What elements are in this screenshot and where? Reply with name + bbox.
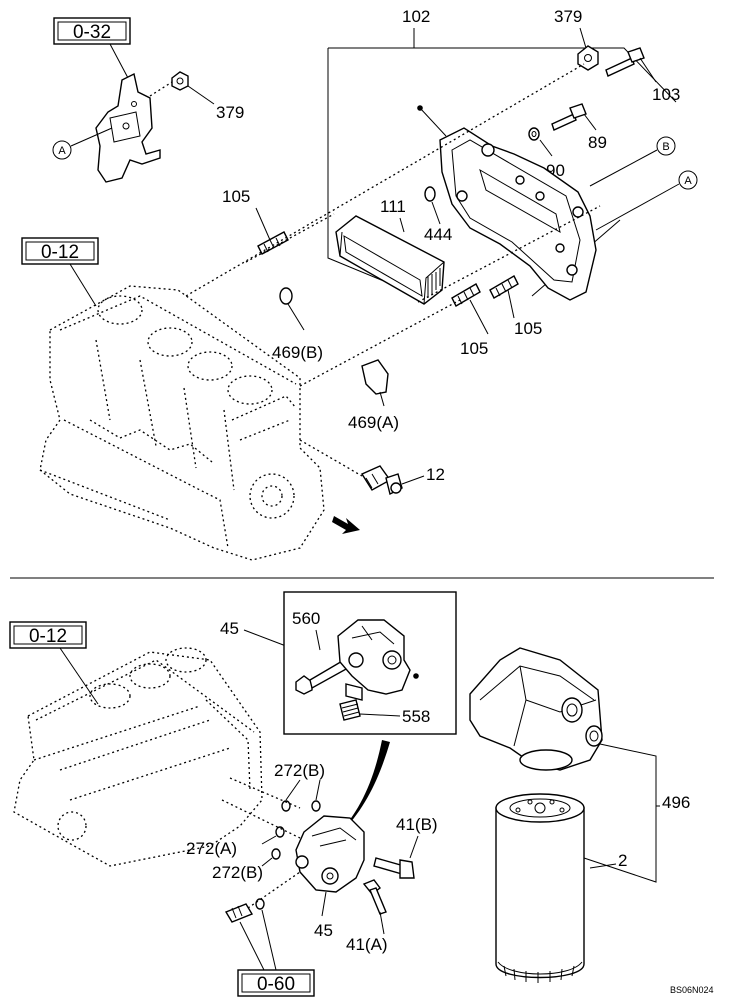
stud-105-right (489, 275, 519, 299)
ref-box-0-12-bottom[interactable]: 0-12 (9, 621, 87, 649)
label-41b: 41(B) (396, 815, 438, 834)
label-444: 444 (424, 225, 452, 244)
label-272b-bottom: 272(B) (212, 863, 263, 882)
valve-558 (339, 699, 361, 721)
svg-text:A: A (684, 175, 692, 187)
bolt-41b (373, 857, 415, 879)
label-496: 496 (662, 793, 690, 812)
nut-379-left (171, 71, 189, 91)
nut-379-top (577, 45, 599, 71)
oring-272b-top-b (311, 800, 321, 812)
washer-90 (528, 127, 540, 141)
label-272b-top: 272(B) (274, 761, 325, 780)
ref-0-12-bottom-text: 0-12 (29, 626, 67, 647)
ref-0-60-text: 0-60 (257, 974, 295, 995)
label-469a: 469(A) (348, 413, 399, 432)
ref-box-0-32[interactable]: 0-32 (53, 17, 131, 45)
oring-272a (275, 826, 285, 838)
front-arrow (332, 516, 360, 534)
oil-filter-2 (495, 793, 585, 983)
oring-469b (279, 287, 293, 305)
oil-cooler-cover (439, 127, 597, 301)
marker-dot-bottom (413, 673, 419, 679)
circle-a-left: A (52, 140, 72, 160)
ref-box-0-60[interactable]: 0-60 (237, 969, 315, 997)
bolt-41a (362, 879, 387, 915)
label-45-bottom: 45 (314, 921, 333, 940)
sensor-0-60 (224, 898, 265, 923)
circle-b-right: B (656, 136, 676, 156)
label-111: 111 (380, 197, 406, 216)
oring-444 (424, 186, 436, 202)
drawing-code: BS06N024 (670, 985, 714, 995)
label-103: 103 (652, 85, 680, 104)
svg-text:B: B (662, 141, 669, 153)
engine-block-bottom (13, 647, 263, 867)
label-469b: 469(B) (272, 343, 323, 362)
label-89: 89 (588, 133, 607, 152)
label-45-top: 45 (220, 619, 239, 638)
label-379-top: 379 (554, 7, 582, 26)
detail-arrow (330, 740, 390, 844)
oil-filter-head-detail (337, 619, 411, 701)
label-379-left: 379 (216, 103, 244, 122)
label-41a: 41(A) (346, 935, 388, 954)
label-102: 102 (402, 7, 430, 26)
label-12: 12 (426, 465, 445, 484)
circle-a-right: A (678, 170, 698, 190)
oil-pressure-switch-12 (360, 465, 403, 496)
ref-0-12-top-text: 0-12 (41, 242, 79, 263)
label-2: 2 (618, 851, 627, 870)
oring-272b-bottom (271, 848, 281, 860)
bolt-560 (295, 659, 349, 695)
stud-105-mid (451, 283, 481, 307)
label-560: 560 (292, 609, 320, 628)
filter-head-assembly (469, 647, 603, 771)
oring-469a (361, 359, 389, 395)
label-105-left: 105 (222, 187, 250, 206)
label-105-right: 105 (514, 319, 542, 338)
oil-filter-head-45 (295, 815, 365, 893)
label-558: 558 (402, 707, 430, 726)
label-272a: 272(A) (186, 839, 237, 858)
ref-box-0-12-top[interactable]: 0-12 (21, 237, 99, 265)
bolt-89 (551, 103, 587, 131)
label-105-mid: 105 (460, 339, 488, 358)
oring-272b-top-a (281, 800, 291, 812)
bolt-103 (605, 47, 645, 77)
ref-0-32-text: 0-32 (73, 22, 111, 43)
svg-text:A: A (58, 145, 66, 157)
stud-105-left (257, 231, 289, 255)
engine-block-top (39, 285, 325, 561)
thermostat-housing (95, 72, 161, 183)
